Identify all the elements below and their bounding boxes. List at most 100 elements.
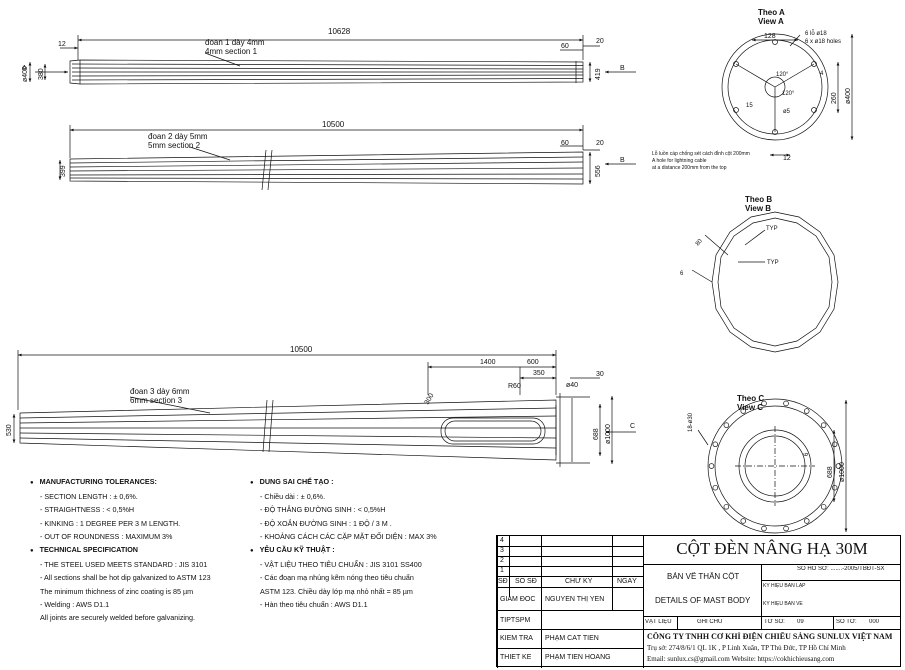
s3-dia-1000: ø1000 — [605, 424, 612, 444]
view-marker-a: A — [22, 65, 27, 72]
ky-hieu-ban-ve: KÝ HIỆU BẢN VẼ — [763, 601, 803, 607]
rev-row-2: 2 — [500, 557, 504, 564]
thiet-ke-label: THIẾT KẾ — [500, 654, 532, 661]
notes-vn-line: - ĐỘ XOẮN ĐƯỜNG SINH : 1 ĐỘ / 3 M . — [260, 518, 392, 528]
to-so-value: 09 — [797, 619, 804, 625]
view-c-drawing — [697, 398, 848, 534]
s3-dim-40: ø40 — [566, 382, 578, 389]
s1-dim-60: 60 — [561, 43, 569, 50]
notes-en-line: All joints are securely welded before ga… — [40, 613, 196, 623]
notes-english: MANUFACTURING TOLERANCES: - SECTION LENG… — [30, 475, 211, 624]
company-contact: Email: sunlux.cs@gmail.com Website: http… — [647, 655, 835, 663]
bolt-hole — [712, 441, 719, 448]
view-b-title-en: View B — [745, 204, 771, 213]
view-a-note-2: A hole for lightning cable — [652, 158, 707, 164]
s3-dim-300: 300 — [424, 392, 436, 406]
bolt-hole — [740, 408, 746, 414]
notes-vn-line: ASTM 123. Chiều dày lớp mạ nhỏ nhất = 85… — [260, 586, 413, 596]
so-to-value: 000 — [869, 619, 880, 625]
notes-en-line: - Welding : AWS D1.1 — [40, 599, 110, 609]
bolt-hole — [783, 400, 789, 407]
notes-en-heading-1: MANUFACTURING TOLERANCES: — [30, 475, 211, 490]
bolt-hole — [712, 484, 719, 491]
view-c-dim-1000: ø1000 — [839, 462, 846, 482]
s1-label-vn: đoan 1 dày 4mm — [205, 38, 265, 47]
view-a-dim-12: 12 — [783, 155, 791, 162]
s2-label-vn: đoan 2 dày 5mm — [148, 132, 208, 141]
ghi-chu: GHI CHÚ — [697, 619, 723, 625]
view-c-dim-688: 688 — [827, 466, 834, 478]
s3-dim-r60: R60 — [508, 383, 521, 390]
thiet-ke-name: PHẠM TIẾN HOÀNG — [545, 654, 611, 661]
col-ngay: NGÀY — [617, 578, 637, 585]
bolt-hole — [831, 484, 838, 491]
s2-dia-right: 556 — [595, 165, 602, 177]
view-b-typ-1: TYP — [766, 226, 778, 232]
view-a-dim-260: 260 — [831, 92, 838, 104]
kiem-tra-label: KIỂM TRA — [500, 635, 533, 642]
s1-dia-left2: 380 — [38, 68, 45, 80]
view-c-title-en: View C — [737, 403, 763, 412]
notes-en-line: - THE STEEL USED MEETS STANDARD : JIS 31… — [40, 560, 208, 570]
so-to-label: SỐ TỜ: — [836, 619, 857, 625]
s3-label-vn: đoan 3 dày 6mm — [130, 387, 190, 396]
view-a-title-vn: Theo A — [758, 8, 785, 17]
s2-dim-20: 20 — [596, 140, 604, 147]
bolt-hole — [761, 400, 767, 407]
section-2-drawing — [58, 125, 636, 191]
view-a-note-3: at a distance 200mm from the top — [652, 165, 727, 171]
notes-en-line: - OUT OF ROUNDNESS : MAXIMUM 3% — [40, 531, 173, 541]
s1-dim-20: 20 — [596, 38, 604, 45]
notes-vn-line: - VẬT LIỆU THEO TIÊU CHUẨN : JIS 3101 SS… — [260, 560, 422, 570]
s2-length: 10500 — [322, 120, 345, 129]
vat-lieu: VẬT LIỆU — [645, 619, 672, 625]
company-name: CÔNG TY TNHH CƠ KHÍ ĐIỆN CHIẾU SÁNG SUNL… — [647, 632, 893, 641]
giam-doc-label: GIÁM ĐỐC — [500, 596, 536, 603]
view-a-title-en: View A — [758, 17, 784, 26]
view-marker-c: C — [630, 423, 635, 430]
view-b-drawing — [691, 211, 839, 353]
tptspm-label: TIPTSPM — [500, 617, 531, 624]
view-b-typ-2: TYP — [767, 260, 779, 266]
view-b-dim-80: 80 — [695, 238, 704, 247]
bolt-hole — [831, 441, 838, 448]
notes-en-line: - STRAIGHTNESS : < 0,5%H — [40, 505, 135, 515]
view-a-dim-15: 15 — [746, 103, 753, 109]
view-c-holes: 18-ø30 — [688, 412, 694, 432]
notes-vn-line: - Hàn theo tiêu chuẩn : AWS D1.1 — [260, 599, 368, 609]
view-b-dim-6: 6 — [680, 271, 684, 277]
s3-dim-600: 600 — [527, 359, 539, 366]
rev-row-1: 1 — [500, 567, 504, 574]
bolt-hole — [723, 422, 730, 428]
view-a-angle-2: 120° — [782, 91, 795, 97]
view-a-angle-1: 120° — [776, 72, 789, 78]
rev-row-3: 3 — [500, 547, 504, 554]
bolt-hole — [803, 518, 810, 524]
ky-hieu-ban-lap: KÝ HIỆU BẢN LẬP — [763, 583, 806, 589]
notes-vn-line: - Chiều dài : ± 0,6%. — [260, 492, 326, 502]
s3-dim-30: 30 — [596, 371, 604, 378]
bolt-hole — [803, 408, 810, 414]
drawing-title: CỘT ĐÈN NÂNG HẠ 30M — [676, 539, 868, 558]
bolt-hole — [820, 504, 827, 510]
col-sd: SĐ — [498, 578, 508, 585]
notes-vn-line: - ĐỘ THẲNG ĐƯỜNG SINH : < 0,5%H — [260, 505, 386, 515]
s2-dia-left: 399 — [60, 165, 67, 177]
s1-label-en: 4mm section 1 — [205, 47, 258, 56]
col-so-sd: SỐ SĐ — [515, 578, 537, 585]
s3-label-en: 6mm section 3 — [130, 396, 183, 405]
notes-vn-heading-2: YÊU CẦU KỸ THUẬT : — [250, 543, 437, 558]
s3-dia-688: 688 — [593, 428, 600, 440]
notes-vn-line: - KHOẢNG CÁCH CÁC CẶP MẶT ĐỐI DIỆN : MAX… — [260, 531, 437, 541]
view-c-title-vn: Theo C — [737, 394, 764, 403]
rev-row-4: 4 — [500, 537, 504, 544]
bolt-hole — [783, 525, 789, 532]
col-chu-ky: CHỮ KÝ — [565, 578, 593, 585]
notes-vn-heading-1: DUNG SAI CHẾ TẠO : — [250, 475, 437, 490]
s1-length: 10628 — [328, 27, 351, 36]
bolt-hole — [740, 518, 746, 524]
s1-left-dim: 12 — [58, 41, 66, 48]
notes-vietnamese: DUNG SAI CHẾ TẠO : - Chiều dài : ± 0,6%.… — [250, 475, 437, 611]
title-block: 4 3 2 1 SĐ SỐ SĐ CHỮ KÝ NGÀY GIÁM ĐỐC NG… — [496, 535, 901, 668]
